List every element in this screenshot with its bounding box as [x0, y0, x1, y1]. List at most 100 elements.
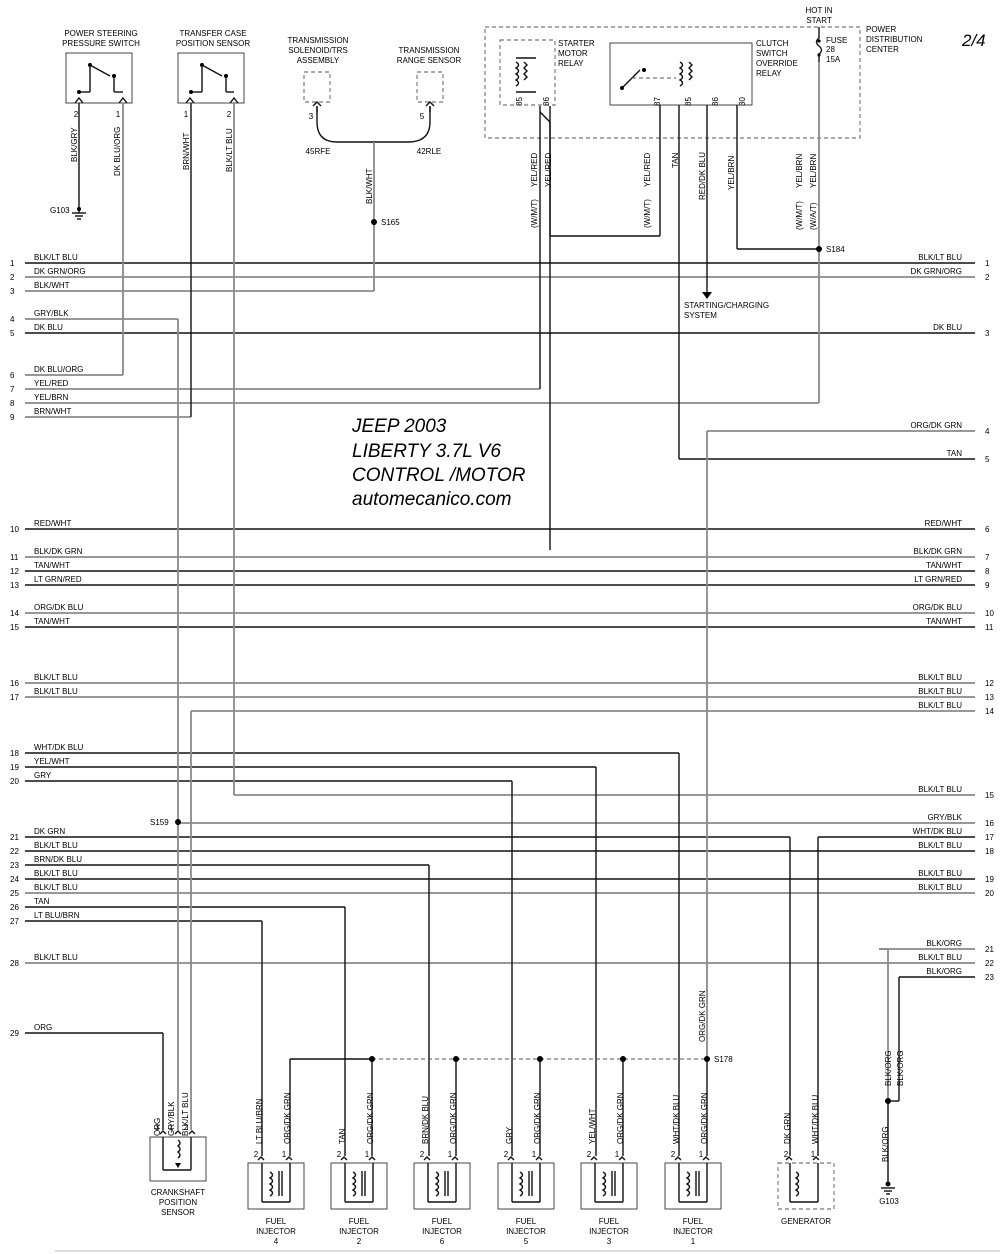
splice-s159: S159 [150, 818, 169, 827]
injector-label-2: INJECTOR [422, 1227, 462, 1236]
ps-pin-1: 1 [116, 110, 121, 119]
left-wire-num-26: 26 [10, 903, 19, 912]
left-wire-label-21: DK GRN [34, 827, 65, 836]
starter-relay-label-2: MOTOR [558, 49, 588, 58]
vl-tc-1: BRN/WHT [182, 133, 191, 170]
transfer-case-position-sensor: TRANSFER CASE POSITION SENSOR 1 2 [176, 29, 250, 119]
left-wire-label-20: GRY [34, 771, 52, 780]
vl-gnd-c: BLK/ORG [881, 1126, 890, 1162]
crank-pin-1: 1 [169, 1123, 174, 1132]
left-wire-num-8: 8 [10, 399, 15, 408]
splice-s159-dot [175, 819, 181, 825]
vl-fuse-a: YEL/BRN [795, 154, 804, 188]
right-wire-label-6: RED/WHT [925, 519, 962, 528]
left-wire-label-11: BLK/DK GRN [34, 547, 83, 556]
splice-s165: S165 [381, 218, 400, 227]
right-wire-label-14: BLK/LT BLU [918, 701, 962, 710]
injector-number: 4 [274, 1237, 279, 1246]
injector-number: 3 [607, 1237, 612, 1246]
right-wire-label-15: BLK/LT BLU [918, 785, 962, 794]
left-wire-label-25: BLK/LT BLU [34, 883, 78, 892]
splice-s178-dot [704, 1056, 710, 1062]
ps-pin-2: 2 [74, 110, 79, 119]
horizontal-wires [25, 262, 975, 1034]
clutch-relay-label-2: SWITCH [756, 49, 788, 58]
vl-crank-2: BLK/LT BLU [181, 1092, 190, 1136]
right-wire-label-9: LT GRN/RED [914, 575, 962, 584]
injector-pin-1: 1 [532, 1150, 537, 1159]
left-wire-num-4: 4 [10, 315, 15, 324]
generator-label: GENERATOR [781, 1217, 831, 1226]
left-wire-label-13: LT GRN/RED [34, 575, 82, 584]
cl-pin-86: 86 [711, 97, 720, 106]
vl-inj1-2: WHT/DK BLU [672, 1094, 681, 1144]
left-wire-label-16: BLK/LT BLU [34, 673, 78, 682]
tc-pin-1: 1 [184, 110, 189, 119]
left-wire-num-12: 12 [10, 567, 19, 576]
right-wire-num-11: 11 [985, 623, 994, 632]
left-wire-num-13: 13 [10, 581, 19, 590]
injector-pin-1: 1 [365, 1150, 370, 1159]
right-wire-label-3: DK BLU [933, 323, 962, 332]
left-wire-label-15: TAN/WHT [34, 617, 70, 626]
trans-range-label-2: RANGE SENSOR [397, 56, 462, 65]
tc-pin-2: 2 [227, 110, 232, 119]
right-wire-num-15: 15 [985, 791, 994, 800]
crank-label-2: POSITION [159, 1198, 197, 1207]
right-wire-label-22: BLK/LT BLU [918, 953, 962, 962]
tc-sensor-label-2: POSITION SENSOR [176, 39, 250, 48]
right-wire-num-22: 22 [985, 959, 994, 968]
left-wire-label-12: TAN/WHT [34, 561, 70, 570]
right-wire-num-8: 8 [985, 567, 990, 576]
right-wire-num-7: 7 [985, 553, 990, 562]
right-wire-label-21: BLK/ORG [926, 939, 962, 948]
vl-cl87: YEL/RED [643, 153, 652, 187]
ground-g103-top: G103 [50, 206, 86, 220]
injector-label-1: FUEL [516, 1217, 537, 1226]
right-wire-label-16: GRY/BLK [927, 813, 962, 822]
injector-pin-1: 1 [615, 1150, 620, 1159]
clutch-relay-label-3: OVERRIDE [756, 59, 798, 68]
fuse-label-2: 28 [826, 45, 835, 54]
injector-pin-2: 2 [337, 1150, 342, 1159]
vl-fuse-a-t: (W/M/T) [795, 201, 804, 230]
vl-ps-2: BLK/GRY [70, 127, 79, 162]
trans-range-pin-5: 5 [420, 112, 425, 121]
injector-pin-2: 2 [420, 1150, 425, 1159]
transmission-range-sensor: TRANSMISSION RANGE SENSOR 5 [397, 46, 462, 121]
clutch-relay-label-1: CLUTCH [756, 39, 789, 48]
injector-pin-2: 2 [587, 1150, 592, 1159]
injector-pin-2: 2 [504, 1150, 509, 1159]
ground-g103-bottom: G103 [879, 1181, 899, 1206]
vl-inj3-2: YEL/WHT [588, 1108, 597, 1144]
vl-sm-a: YEL/RED [530, 153, 539, 187]
vertical-wire-labels: BLK/GRY DK BLU/ORG BRN/WHT BLK/LT BLU BL… [70, 127, 905, 1162]
right-wire-num-10: 10 [985, 609, 994, 618]
trans-range-label-1: TRANSMISSION [399, 46, 460, 55]
injector-label-2: INJECTOR [589, 1227, 629, 1236]
injector-label-2: INJECTOR [339, 1227, 379, 1236]
right-wire-label-11: TAN/WHT [926, 617, 962, 626]
right-wire-num-14: 14 [985, 707, 994, 716]
left-wire-num-5: 5 [10, 329, 15, 338]
left-wire-num-19: 19 [10, 763, 19, 772]
right-wire-label-5: TAN [947, 449, 963, 458]
right-wire-label-7: BLK/DK GRN [914, 547, 963, 556]
trans-sol-label-1: TRANSMISSION [288, 36, 349, 45]
vl-gen-2: DK GRN [783, 1113, 792, 1144]
left-wire-num-7: 7 [10, 385, 15, 394]
starter-relay-label-3: RELAY [558, 59, 584, 68]
right-wire-num-16: 16 [985, 819, 994, 828]
title-line-4: automecanico.com [352, 489, 511, 510]
injector-label-1: FUEL [599, 1217, 620, 1226]
sm-pin-86: 86 [542, 97, 551, 106]
right-wire-num-20: 20 [985, 889, 994, 898]
title-block: JEEP 2003 LIBERTY 3.7L V6 CONTROL /MOTOR… [351, 416, 526, 510]
left-wire-label-17: BLK/LT BLU [34, 687, 78, 696]
vl-cl30: YEL/BRN [727, 156, 736, 190]
starter-relay-label-1: STARTER [558, 39, 595, 48]
vl-cl86: RED/DK BLU [698, 152, 707, 200]
vl-gnd-a: BLK/ORG [884, 1050, 893, 1086]
injector-label-2: INJECTOR [673, 1227, 713, 1236]
